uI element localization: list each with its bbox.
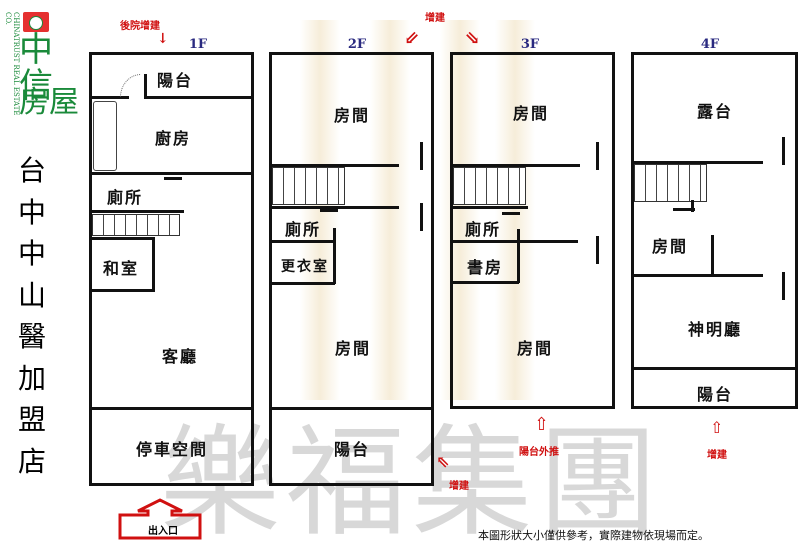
entrance-label: 出入口: [148, 526, 178, 537]
room-label: 更衣室: [281, 259, 329, 275]
arrow-down-icon: ↓: [157, 31, 169, 47]
room-label: 陽台: [333, 440, 371, 459]
floor-label-2f: 2F: [347, 37, 367, 52]
arrow-down-right-icon: ⇘: [465, 28, 481, 49]
logo-en: CHINATRUST REAL ESTATE CO.: [4, 12, 20, 116]
staircase: [453, 167, 526, 205]
annotation-addition-4f: 增建: [707, 450, 727, 461]
branch-char: 台: [17, 154, 46, 187]
watermark-pillar: [370, 20, 410, 400]
staircase: [634, 164, 707, 202]
branch-char: 店: [17, 444, 46, 478]
logo-zh-1: 中信: [19, 30, 53, 106]
annotation-balcony-extend: 陽台外推: [519, 447, 559, 458]
room-label: 和室: [102, 259, 140, 278]
branch-char: 醫: [17, 320, 46, 353]
floor-plan-1f: [89, 52, 254, 486]
room-label: 廁所: [284, 220, 322, 239]
room-label: 房間: [516, 339, 554, 358]
room-label: 露台: [696, 102, 734, 121]
floor-plan-3f: [450, 52, 615, 409]
annotation-addition-2f: 增建: [449, 481, 469, 492]
room-label: 陽台: [156, 71, 194, 90]
annotation-addition: 增建: [425, 13, 445, 24]
branch-char: 中: [17, 195, 46, 229]
floor-label-3f: 3F: [520, 37, 540, 52]
disclaimer: 本圖形狀大小僅供參考，實際建物依現場而定。: [478, 529, 709, 542]
branch-name: 台 中 中 山 醫 加 盟 店: [15, 150, 49, 482]
watermark-pillar: [440, 20, 480, 400]
branch-char: 盟: [17, 403, 46, 436]
room-label: 神明廳: [687, 320, 743, 339]
room-label: 書房: [466, 258, 504, 277]
branch-char: 加: [17, 361, 46, 395]
floor-plan-2f: [269, 52, 434, 486]
floor-label-4f: 4F: [700, 37, 720, 52]
staircase: [272, 167, 345, 205]
room-label: 停車空間: [135, 440, 209, 459]
room-label: 客廳: [161, 347, 199, 366]
room-label: 房間: [651, 237, 689, 256]
logo-emblem-icon: [23, 12, 49, 32]
branch-char: 山: [17, 278, 46, 312]
arrow-down-left-icon: ⇙: [404, 28, 420, 49]
watermark-pillar: [495, 20, 535, 400]
floor-plan-4f: [631, 52, 798, 409]
annotation-backyard: 後院增建: [120, 21, 160, 32]
room-label: 廁所: [106, 188, 144, 207]
room-label: 廚房: [154, 129, 192, 148]
arrow-up-left-icon: ⇖: [436, 452, 450, 471]
arrow-up-icon: ⇧: [710, 418, 724, 437]
room-label: 陽台: [696, 385, 734, 404]
staircase: [92, 214, 180, 236]
arrow-up-icon: ⇧: [534, 414, 550, 435]
entrance-arrow-icon: [118, 498, 202, 540]
room-label: 廁所: [464, 220, 502, 239]
room-label: 房間: [333, 106, 371, 125]
stove-counter-icon: [93, 101, 117, 171]
floor-label-1f: 1F: [188, 37, 208, 52]
logo-zh-2: 房屋: [19, 85, 79, 120]
logo: CHINATRUST REAL ESTATE CO. 中信 房屋: [4, 8, 80, 123]
room-label: 房間: [334, 339, 372, 358]
room-label: 房間: [512, 104, 550, 123]
branch-char: 中: [17, 237, 46, 270]
